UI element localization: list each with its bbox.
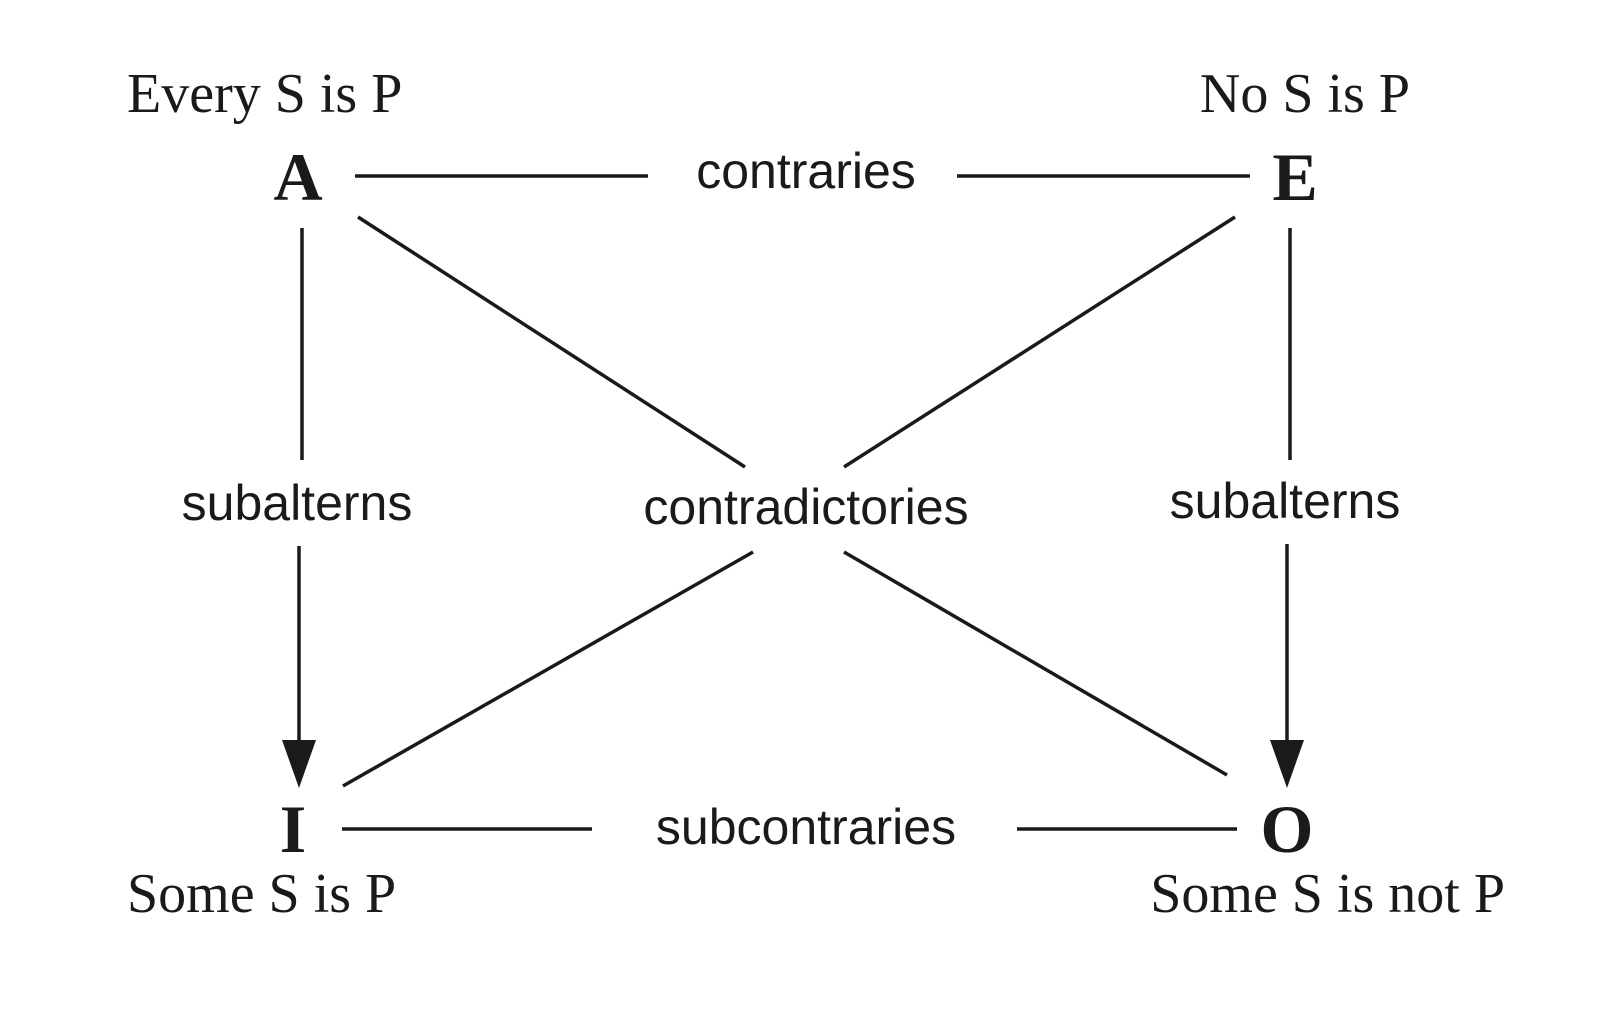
proposition-e: No S is P	[1200, 63, 1410, 125]
corner-letter-i: I	[280, 791, 306, 867]
corner-letter-e: E	[1272, 139, 1317, 215]
diagonal-e-to-center	[843, 215, 1236, 469]
relation-subalterns-left: subalterns	[182, 475, 413, 531]
diagonal-center-to-i	[342, 550, 754, 788]
relation-subcontraries: subcontraries	[656, 799, 956, 855]
diagonal-a-to-center	[357, 215, 746, 469]
proposition-i: Some S is P	[127, 863, 396, 925]
subalterns-left-arrowhead	[282, 740, 316, 788]
proposition-a: Every S is P	[127, 63, 402, 125]
proposition-o: Some S is not P	[1150, 863, 1505, 925]
relation-subalterns-right: subalterns	[1170, 473, 1401, 529]
relation-contradictories: contradictories	[643, 479, 968, 535]
corner-letter-a: A	[273, 139, 322, 215]
relation-contraries: contraries	[696, 143, 916, 199]
corner-letter-o: O	[1261, 791, 1314, 867]
diagonal-center-to-o	[843, 550, 1228, 777]
subalterns-right-arrowhead	[1270, 740, 1304, 788]
